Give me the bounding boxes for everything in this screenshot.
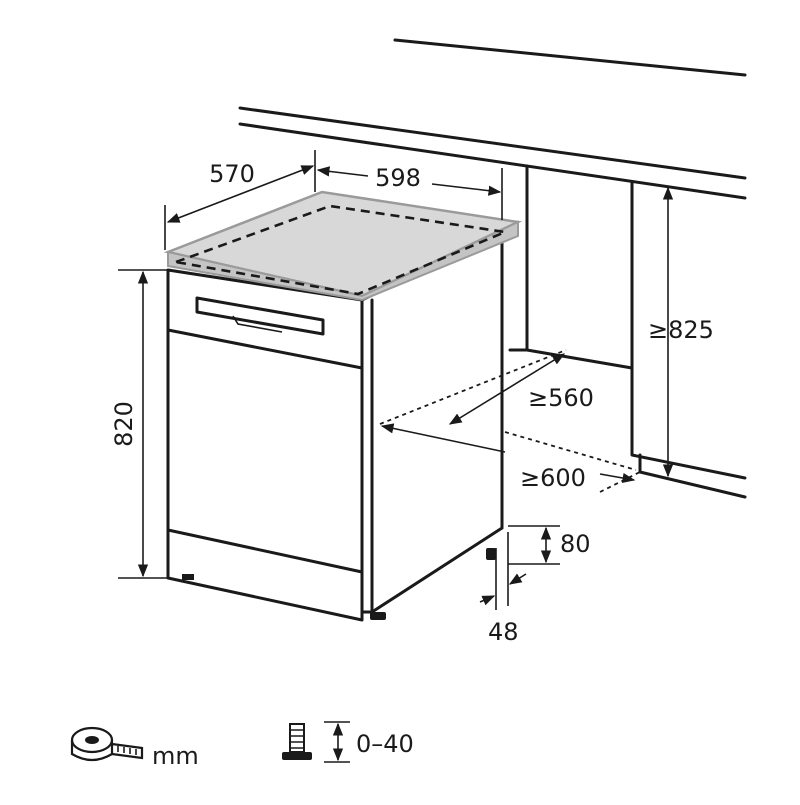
width-dimension-line [431,183,502,196]
unit-label: mm [152,742,199,770]
foot-back-right [486,548,496,560]
niche-height-label: ≥825 [648,316,714,344]
countertop-top-edge [238,106,747,180]
niche-floor-edge [638,453,747,499]
width-label: 598 [375,164,421,192]
worktop-edge [167,220,519,302]
worktop-outline-dashed [170,204,510,296]
door-handle [195,296,325,336]
dishwasher [163,190,523,622]
control-panel-line [166,328,364,370]
dimension-lines [118,150,674,610]
niche-depth-label: ≥560 [528,384,594,412]
niche-back-wall [525,164,634,370]
tape-measure-icon [70,726,144,762]
countertop-bottom-edge [238,122,747,200]
height-label: 820 [110,401,138,447]
plinth-height-label: 80 [560,530,591,558]
foot-front-right [370,612,386,620]
depth-dimension-line [166,165,315,223]
legend: mm 0–40 [70,721,414,770]
niche-depth-dimension-line [448,353,566,425]
kitchen-niche [238,38,747,499]
feet-adjust-label: 0–40 [356,730,414,758]
dimension-labels: 570 598 820 ≥825 ≥560 ≥600 80 48 [110,160,714,646]
foot-front-left [182,574,194,580]
plinth-line [166,528,364,574]
plinth-depth-label: 48 [488,618,519,646]
handle-grip [232,315,283,333]
adjustable-foot-icon [282,721,350,763]
plinth-depth-dimension-line [508,573,527,585]
niche-width-dimension-line [599,472,636,484]
depth-label: 570 [209,160,255,188]
niche-width-label: ≥600 [520,464,586,492]
countertop-back-edge [393,38,747,77]
niche-right-panel [630,181,747,480]
